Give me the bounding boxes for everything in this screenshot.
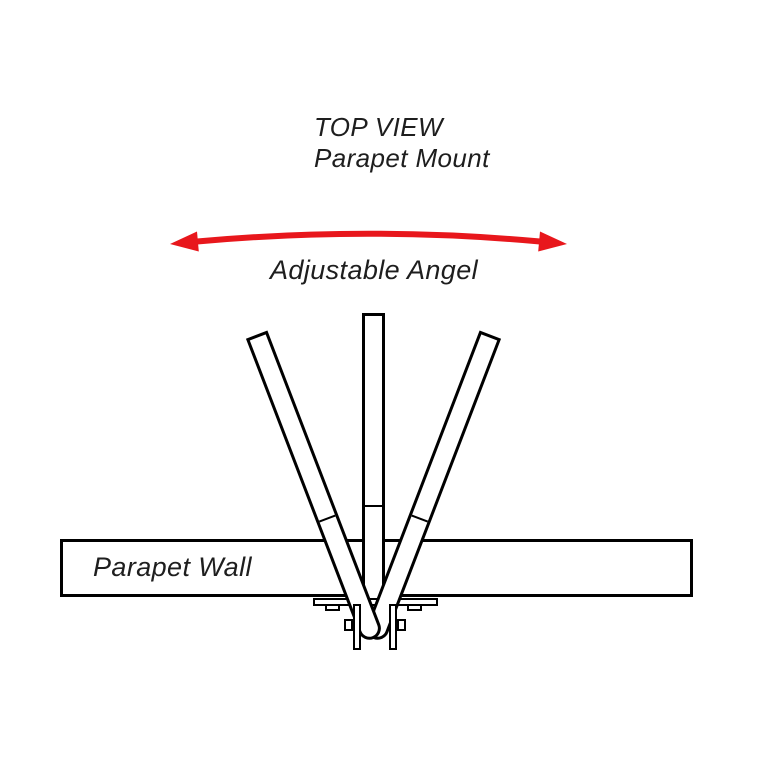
bracket-bar-right: [388, 604, 397, 650]
mount-bolt-left: [325, 604, 340, 611]
mount-bolt-right: [407, 604, 422, 611]
pole-joint-line: [364, 504, 382, 507]
arrowhead-right-icon: [538, 231, 567, 252]
pole-center: [361, 313, 385, 630]
bracket-bolt-right: [397, 619, 406, 631]
diagram-title: TOP VIEW Parapet Mount: [314, 112, 490, 174]
bracket-bolt-left: [344, 619, 353, 631]
pole-joint-line: [318, 514, 336, 523]
arrowhead-left-icon: [170, 231, 199, 252]
arrow-shaft: [196, 230, 541, 245]
title-line-view: TOP VIEW: [314, 112, 443, 142]
bracket-bar-left: [352, 604, 361, 650]
parapet-wall-label: Parapet Wall: [93, 552, 252, 582]
pole-joint-line: [410, 514, 428, 523]
title-line-mount: Parapet Mount: [314, 143, 490, 173]
adjustable-angle-label: Adjustable Angel: [270, 255, 479, 285]
